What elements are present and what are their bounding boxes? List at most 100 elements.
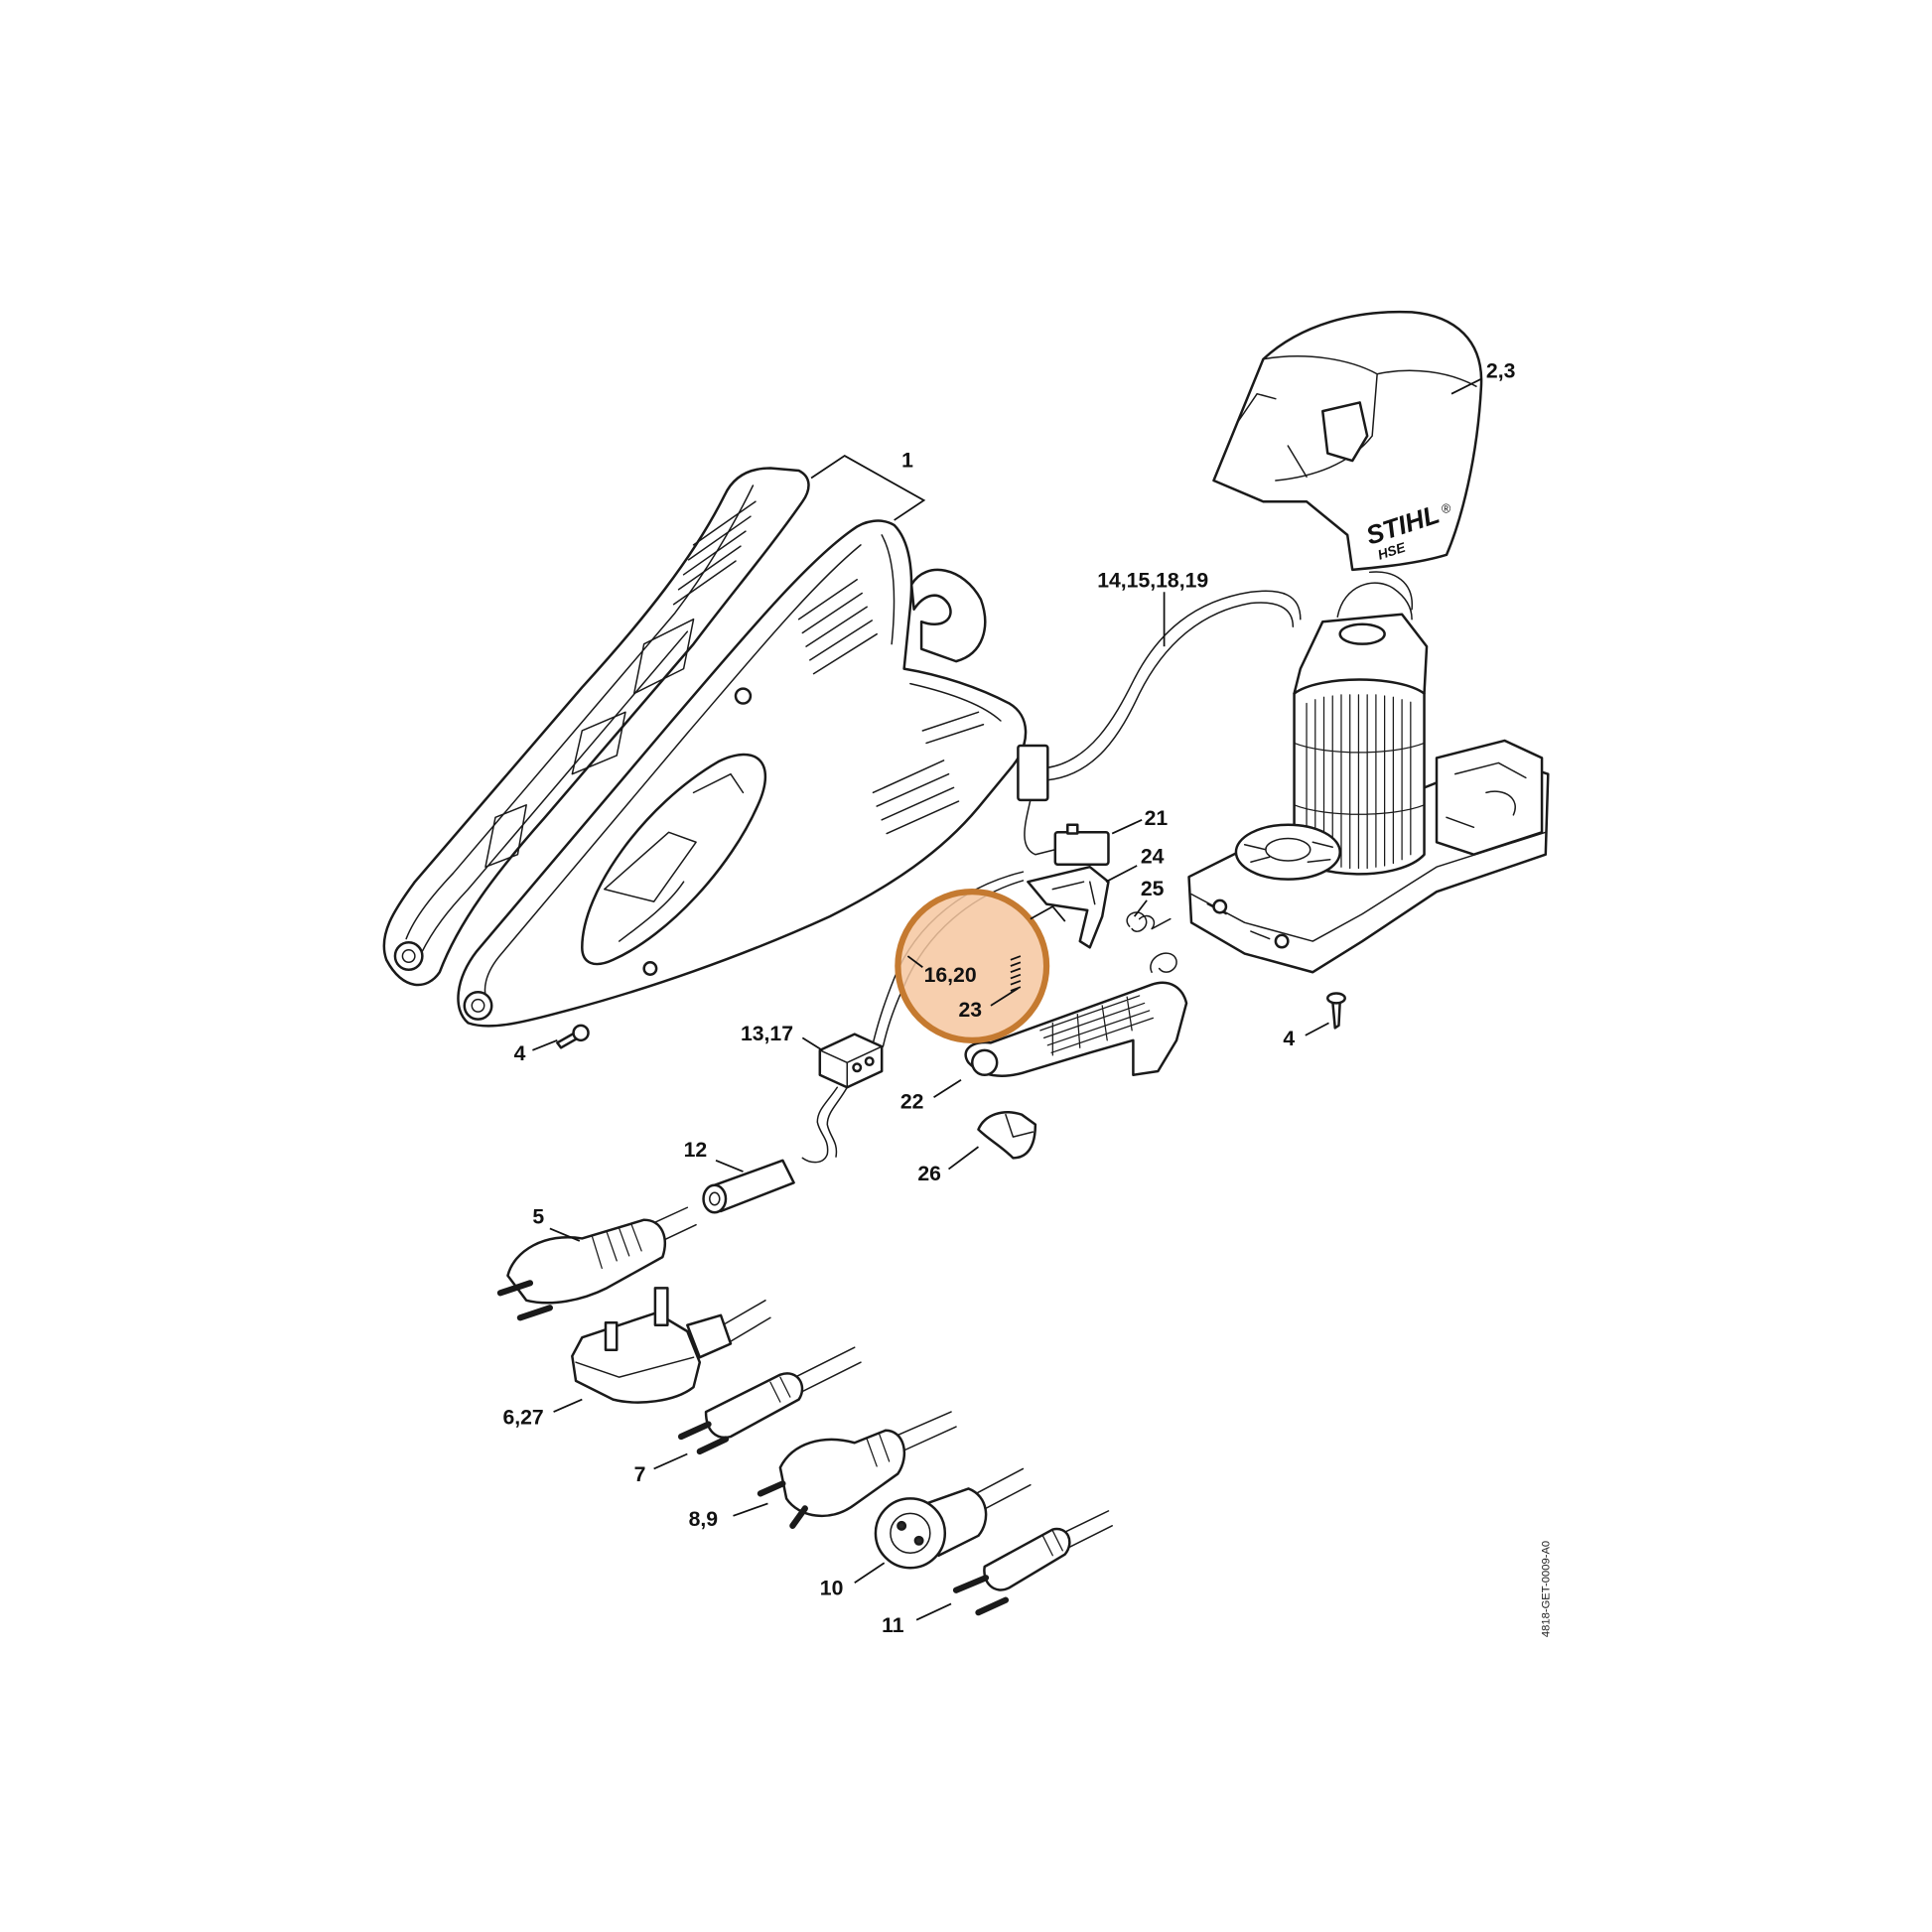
plug-6-27: [571, 1287, 771, 1404]
back-shell-outline: [382, 467, 810, 987]
cord-connector: [801, 1033, 884, 1164]
callout-2-3[interactable]: 2,3: [1486, 359, 1516, 382]
trigger: [964, 981, 1188, 1077]
motor-fan-blades: [1243, 841, 1333, 863]
callout-12[interactable]: 12: [684, 1139, 708, 1162]
connector-terminals: [819, 1045, 883, 1088]
plug-5-pins: [496, 1280, 553, 1321]
front-shell-screw-hole: [734, 687, 753, 705]
screw-right-shaft: [1330, 999, 1341, 1030]
callout-8-9[interactable]: 8,9: [689, 1508, 718, 1531]
screw-right-head: [1326, 992, 1346, 1005]
switch-lever-body: [1027, 865, 1110, 949]
motor-assembly: [1187, 571, 1550, 974]
plug-6-27-earth-pin: [653, 1287, 669, 1327]
leader-5: [549, 1227, 581, 1242]
back-shell-nose-inner: [401, 949, 416, 964]
front-shell-grip-hole: [581, 753, 767, 966]
leader-7: [653, 1452, 688, 1470]
leader-6-27: [553, 1398, 583, 1413]
highlight-circle[interactable]: [895, 889, 1050, 1043]
torsion-spring-coil: [1126, 911, 1172, 932]
return-spring-wire: [1150, 952, 1177, 973]
callout-16-20[interactable]: 16,20: [924, 964, 977, 987]
callout-21[interactable]: 21: [1145, 807, 1169, 830]
highlight-hotspot[interactable]: 16,20 23: [895, 889, 1066, 1043]
base-screw-boss: [1212, 898, 1228, 914]
connector-lead-wires: [801, 1086, 848, 1164]
leader-1: [810, 455, 926, 521]
lockout-button-body: [977, 1111, 1037, 1160]
callout-13-17[interactable]: 13,17: [741, 1023, 793, 1045]
connector-screw-1: [852, 1062, 863, 1073]
callout-4-right[interactable]: 4: [1283, 1028, 1295, 1050]
callout-4-left[interactable]: 4: [514, 1042, 526, 1065]
trigger-body: [964, 981, 1188, 1077]
cable-connector-block: [1017, 744, 1049, 802]
plug-11-pins: [952, 1575, 1010, 1616]
leader-26: [948, 1146, 979, 1171]
cable-sleeve: [702, 1159, 795, 1214]
callout-22[interactable]: 22: [900, 1090, 924, 1113]
leader-8-9: [733, 1502, 768, 1517]
callout-7[interactable]: 7: [634, 1463, 646, 1486]
gear-housing: [1435, 739, 1544, 856]
plug-10: [874, 1467, 1032, 1570]
plug-6-27-body: [571, 1311, 702, 1404]
front-shell-rim: [483, 534, 1002, 1007]
spring-23-coil: [1010, 905, 1066, 992]
plug-8-9: [757, 1411, 957, 1529]
switch-lever-details: [1051, 881, 1096, 905]
plug-6-27-edge: [575, 1356, 695, 1378]
plug-7-pins: [677, 1421, 730, 1455]
plug-5-ribs: [591, 1224, 642, 1269]
back-shell-rim: [405, 484, 755, 955]
plug-11: [952, 1510, 1113, 1616]
callout-10[interactable]: 10: [820, 1578, 844, 1600]
callout-14-15-18-19[interactable]: 14,15,18,19: [1097, 569, 1208, 592]
callout-25[interactable]: 25: [1141, 878, 1165, 900]
leader-4-right: [1305, 1022, 1329, 1036]
lockout-button-detail: [1005, 1113, 1035, 1138]
callout-1[interactable]: 1: [901, 449, 913, 472]
switch-lever: [1027, 865, 1110, 949]
callout-26[interactable]: 26: [917, 1163, 941, 1185]
screw-right: [1326, 992, 1346, 1030]
plug-6-27-pin-a: [604, 1321, 619, 1351]
base-screw-boss-2: [1274, 933, 1290, 949]
callout-5[interactable]: 5: [532, 1205, 544, 1228]
motor-commutator: [1338, 622, 1386, 645]
plug-10-face: [874, 1497, 947, 1570]
callout-6-27[interactable]: 6,27: [502, 1407, 543, 1430]
sleeve-end: [702, 1183, 728, 1214]
connector-screw-2: [864, 1056, 875, 1067]
front-shell-nose-inner: [471, 998, 485, 1013]
plug-10-hole-a: [897, 1520, 907, 1531]
plug-10-face-inner: [890, 1512, 931, 1555]
callout-23[interactable]: 23: [959, 999, 983, 1022]
motor-fan: [1234, 823, 1341, 881]
plug-11-ribs: [1041, 1530, 1063, 1557]
drawing-code: 4818-GET-0009-A0: [1541, 1541, 1553, 1637]
trigger-grip-ribs: [1039, 995, 1154, 1056]
plug-6-27-cable: [717, 1300, 771, 1346]
microswitch: [1053, 823, 1110, 866]
logo-registered-mark: ®: [1442, 501, 1450, 515]
leader-11: [915, 1602, 952, 1621]
plug-5-body: [506, 1218, 666, 1305]
leader-lines: [532, 377, 1482, 1621]
callout-11[interactable]: 11: [882, 1614, 904, 1637]
plug-11-body: [983, 1527, 1071, 1591]
front-shell-vents-lower: [872, 711, 985, 835]
leader-24: [1105, 865, 1138, 883]
front-shell-screw-hole-lower: [642, 961, 658, 976]
plug-7-cable: [789, 1346, 862, 1396]
plug-8-9-cable: [893, 1411, 957, 1452]
callout-labels: 1 2,3 14,15,18,19 21 24 25 4 4 13,17 22 …: [502, 359, 1515, 1637]
leader-16-20: [906, 955, 923, 968]
housing-back-shell: [382, 467, 810, 987]
callout-24[interactable]: 24: [1141, 845, 1165, 868]
cover-inner-tab: [1321, 401, 1369, 463]
leader-22: [933, 1079, 962, 1098]
leader-10: [854, 1562, 886, 1584]
